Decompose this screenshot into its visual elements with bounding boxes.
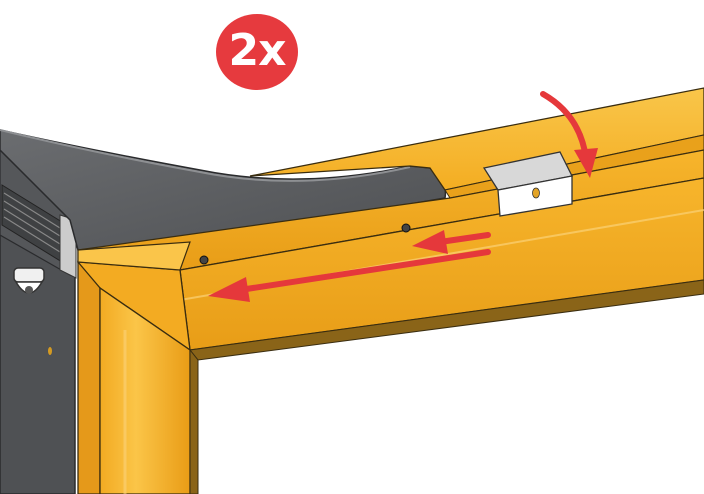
mounting-bracket — [482, 151, 573, 217]
corner-post — [77, 260, 199, 494]
screw-icon — [199, 223, 411, 265]
corner-joint — [77, 241, 191, 352]
arrow-left-icon — [208, 249, 491, 302]
camera-icon — [13, 267, 45, 294]
quantity-badge: 2x — [216, 14, 298, 90]
quantity-label: 2x — [228, 25, 287, 76]
arrow-left-icon — [412, 230, 491, 254]
curved-arrow-down-icon — [540, 91, 598, 178]
